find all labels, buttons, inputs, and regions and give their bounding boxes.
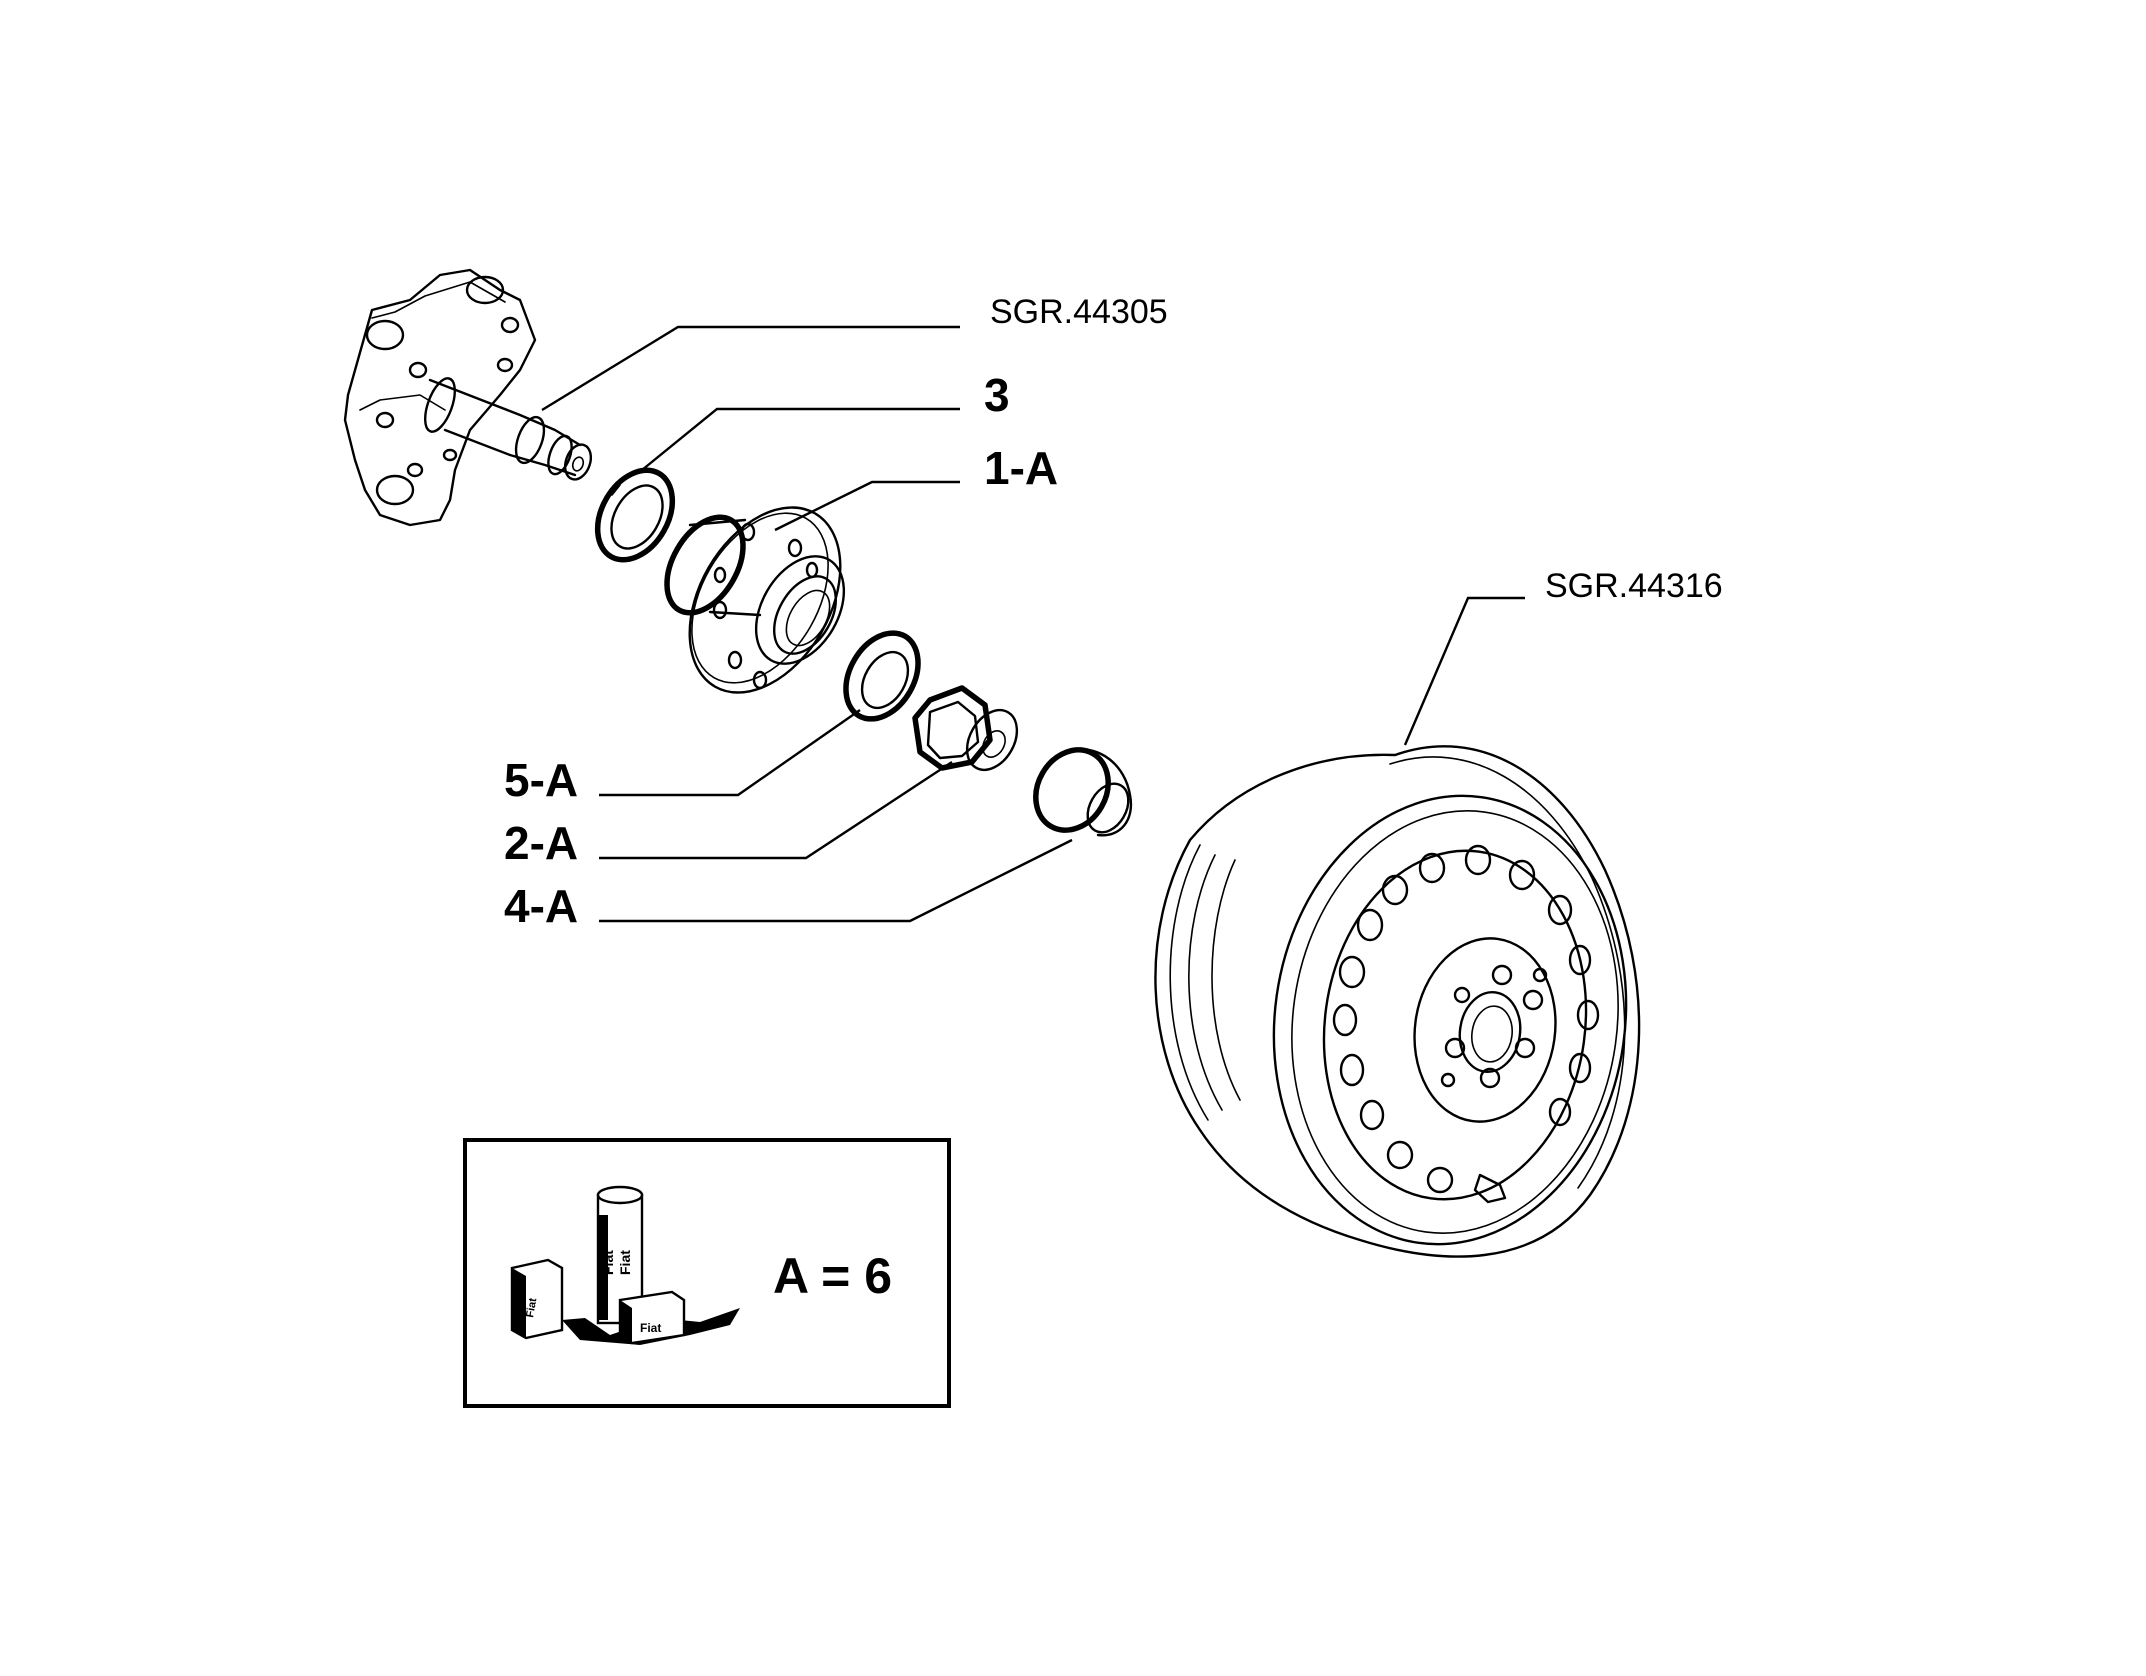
callout-item-2a: 2-A <box>504 817 578 869</box>
valve-stem-icon <box>1473 1173 1507 1204</box>
callout-item-5a: 5-A <box>504 754 578 806</box>
wheel-vent-holes <box>1332 844 1600 1194</box>
steel-wheel-part[interactable] <box>1154 745 1654 1267</box>
callout-sgr-44316: SGR.44316 <box>1545 567 1723 605</box>
leader-lines <box>541 325 1525 923</box>
callout-sgr-44305: SGR.44305 <box>990 293 1168 331</box>
dust-cap-part[interactable] <box>1022 737 1137 844</box>
bearing-ring-part[interactable] <box>831 620 932 732</box>
callout-item-3: 3 <box>984 369 1010 421</box>
lubricant-products-icon: Fiat Fiat Fiat Fiat <box>510 1185 740 1345</box>
logo-text-box-right: Fiat <box>640 1321 661 1335</box>
hub-nut-part[interactable] <box>912 685 1027 779</box>
lubricant-legend-box: Fiat Fiat Fiat Fiat A = 6 <box>463 1138 951 1408</box>
logo-text-cylinder-1: Fiat <box>600 1250 616 1275</box>
wheel-hub-part[interactable] <box>651 481 871 719</box>
callout-item-1a: 1-A <box>984 442 1058 494</box>
logo-text-cylinder-2: Fiat <box>617 1250 633 1275</box>
seal-ring-part[interactable] <box>582 457 687 573</box>
legend-quantity-text: A = 6 <box>773 1248 892 1304</box>
wheel-lug-holes <box>1440 964 1548 1089</box>
stub-axle-part[interactable] <box>343 268 595 527</box>
callout-item-4a: 4-A <box>504 880 578 932</box>
logo-text-box-left: Fiat <box>524 1297 539 1319</box>
